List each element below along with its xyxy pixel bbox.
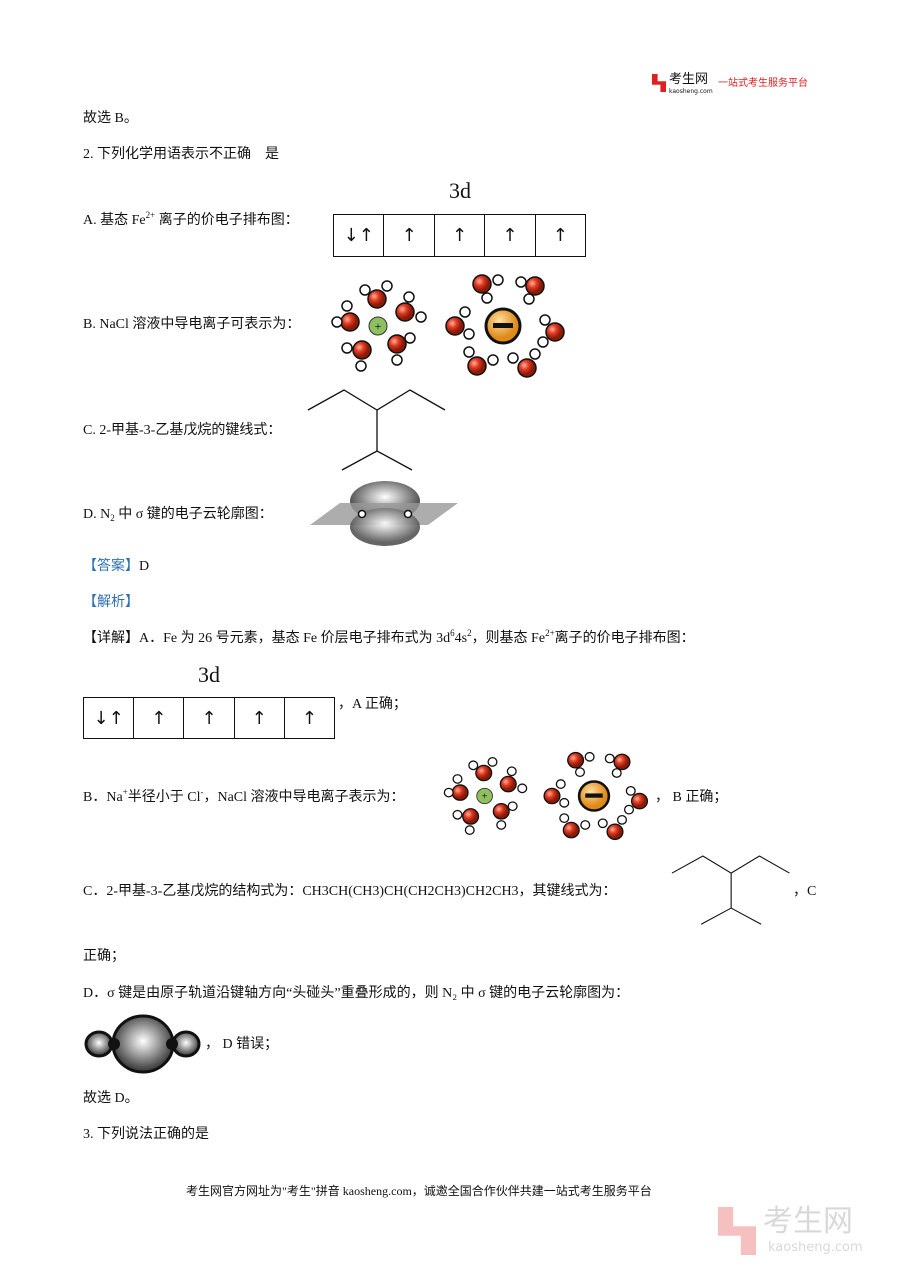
hydrated-ions-figure: + bbox=[331, 274, 565, 378]
detail-b: B．Na+半径小于 Cl-，NaCl 溶液中导电离子表示为： bbox=[83, 787, 405, 807]
svg-text:+: + bbox=[375, 319, 382, 333]
orbital-label-3d: 3d bbox=[198, 662, 220, 687]
watermark-logo: 考生网 kaosheng.com bbox=[718, 1205, 878, 1257]
option-c: C. 2-甲基-3-乙基戊烷的键线式： bbox=[83, 423, 282, 438]
detail-a: 【详解】A．Fe 为 26 号元素，基态 Fe 价层电子排布式为 3d64s2，… bbox=[83, 628, 695, 648]
option-d-sub: 2 bbox=[110, 513, 115, 523]
logo-brand: 考生网 bbox=[669, 72, 709, 87]
option-a-text: A. 基态 Fe bbox=[83, 213, 146, 228]
option-d: D. N2 中 σ 键的电子云轮廓图： bbox=[83, 506, 273, 524]
question-3: 3. 下列说法正确的是 bbox=[83, 1127, 209, 1142]
pi-bond-cloud-figure bbox=[310, 481, 458, 546]
detail-b-text: B．Na bbox=[83, 790, 123, 805]
option-d-text: D. N bbox=[83, 507, 111, 522]
orbital-cell: ↑ bbox=[485, 215, 536, 256]
question-2: 2. 下列化学用语表示不正确 是 bbox=[83, 147, 279, 162]
sup: + bbox=[122, 787, 128, 797]
sup: 2+ bbox=[545, 628, 555, 638]
answer: 【答案】D bbox=[83, 558, 149, 576]
detail-a-text: ，则基态 Fe bbox=[471, 631, 546, 646]
sup: - bbox=[200, 787, 204, 797]
detail-a-text: A．Fe 为 26 号元素，基态 Fe 价层电子排布式为 3d bbox=[139, 631, 451, 646]
watermark-brand: 考生网 bbox=[763, 1204, 853, 1239]
sup: 2 bbox=[467, 628, 472, 638]
option-d-suffix: 中 σ 键的电子云轮廓图： bbox=[114, 507, 273, 522]
answer-value: D bbox=[139, 559, 150, 574]
skeletal-formula bbox=[307, 389, 446, 471]
detail-c-end: ，C bbox=[793, 884, 817, 899]
sup: 6 bbox=[450, 628, 455, 638]
detail-c-cont: 正确； bbox=[83, 949, 125, 964]
detail-d: D．σ 键是由原子轨道沿键轴方向“头碰头”重叠形成的，则 N₂ 中 σ 键的电子… bbox=[83, 986, 630, 1001]
prev-conclusion: 故选 B。 bbox=[83, 111, 138, 126]
orbital-cell: ↑ bbox=[301, 707, 317, 729]
hydrated-ions-figure bbox=[443, 751, 649, 841]
orbital-diagram: ↓↑ ↑ ↑ ↑ ↑ bbox=[333, 214, 586, 257]
detail-b-text: ，NaCl 溶液中导电离子表示为： bbox=[203, 790, 405, 805]
detail-c: C．2-甲基-3-乙基戊烷的结构式为：CH3CH(CH3)CH(CH2CH3)C… bbox=[83, 884, 617, 899]
detail-a-text: 4s bbox=[454, 631, 468, 646]
option-b: B. NaCl 溶液中导电离子可表示为： bbox=[83, 317, 301, 332]
detail-b-end: ， B 正确； bbox=[655, 790, 728, 805]
sigma-bond-cloud-figure bbox=[84, 1014, 201, 1074]
orbital-diagram: ↓↑ ↑ ↑ ↑ ↑ bbox=[83, 697, 335, 739]
option-a: A. 基态 Fe2+ 离子的价电子排布图： bbox=[83, 210, 299, 230]
orbital-cell: ↑ bbox=[134, 698, 185, 738]
watermark-mark-icon bbox=[718, 1207, 756, 1255]
logo-domain: kaosheng.com bbox=[669, 88, 713, 95]
orbital-cell: ↑ bbox=[435, 215, 486, 256]
orbital-cell: ↑ bbox=[384, 215, 435, 256]
answer-label: 【答案】 bbox=[83, 559, 139, 574]
orbital-cell: ↓↑ bbox=[334, 215, 385, 256]
skeletal-formula bbox=[671, 855, 790, 925]
orbital-cell: ↑ bbox=[235, 698, 285, 738]
watermark-domain: kaosheng.com bbox=[768, 1240, 863, 1255]
detail-label: 【详解】 bbox=[83, 631, 139, 646]
logo-slogan: 一站式考生服务平台 bbox=[718, 78, 808, 89]
logo-mark-icon bbox=[652, 74, 666, 92]
header-logo[interactable]: 考生网 kaosheng.com 一站式考生服务平台 bbox=[652, 72, 822, 96]
detail-d-end: ， D 错误； bbox=[205, 1037, 279, 1052]
orbital-cell: ↑ bbox=[552, 225, 568, 246]
option-a-sup: 2+ bbox=[145, 210, 156, 220]
analysis-label: 【解析】 bbox=[83, 595, 139, 610]
orbital-cell: ↑ bbox=[184, 698, 235, 738]
orbital-cell: ↓↑ bbox=[84, 698, 135, 738]
conclusion: 故选 D。 bbox=[83, 1091, 139, 1106]
detail-b-text: 半径小于 Cl bbox=[127, 790, 201, 805]
orbital-label-3d: 3d bbox=[449, 178, 471, 203]
option-a-suffix: 离子的价电子排布图： bbox=[155, 213, 299, 228]
detail-a-text: 离子的价电子排布图： bbox=[554, 631, 695, 646]
footer-text: 考生网官方网址为"考生"拼音 kaosheng.com，诚邀全国合作伙伴共建一站… bbox=[186, 1184, 652, 1198]
detail-a-end: ，A 正确； bbox=[338, 697, 407, 712]
